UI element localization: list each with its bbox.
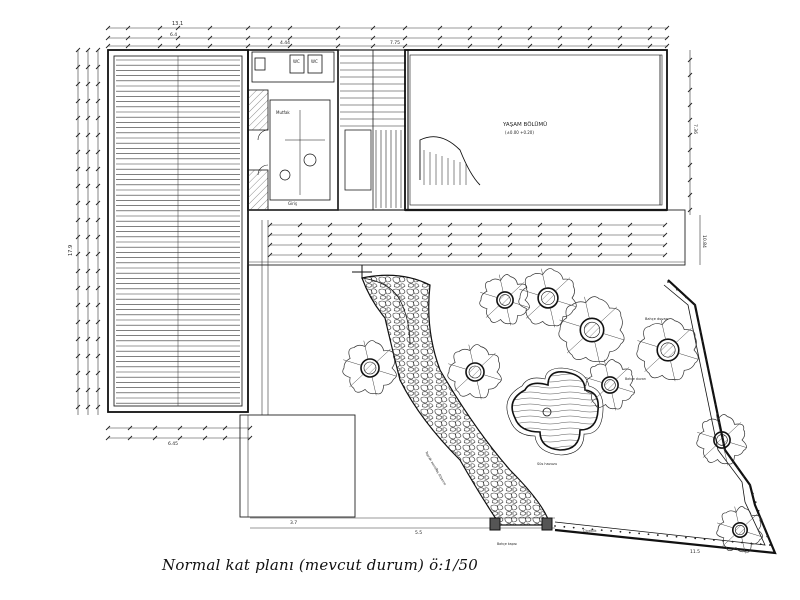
dim-bottom-width: 6.45 (168, 441, 178, 447)
drawing-caption: Normal kat planı (mevcut durum) ö:1/50 (162, 556, 479, 574)
dim-top-mid: 4.44 (280, 40, 290, 46)
dimension-lines (77, 27, 701, 529)
garden-wall-label: Bahçe duvarı (625, 377, 646, 381)
front-terrace (247, 209, 686, 266)
tree (636, 318, 699, 382)
tree (479, 274, 530, 326)
tree (558, 296, 625, 364)
tree (716, 506, 764, 554)
pool-label: Süs havuzu (537, 462, 557, 466)
planting-label-2: Taş döşeme (434, 467, 447, 486)
dim-right-height: 7.36 (692, 124, 698, 134)
service-block (247, 49, 339, 211)
gate-post-right (541, 517, 553, 531)
dim-left-height: 17.9 (68, 245, 74, 256)
living-area-label: YAŞAM BÖLÜMÜ (502, 121, 547, 128)
corner-label: Bahçe duvarı (645, 317, 668, 321)
entrance-label: Giriş (288, 201, 297, 206)
lower-terrace (239, 414, 356, 518)
dim-bottom-gap: 3.7 (290, 520, 297, 526)
dim-top-width: 13.1 (172, 21, 183, 27)
ornamental-pool (506, 367, 604, 456)
tree (696, 414, 747, 466)
dim-right-bottom: 11.5 (690, 549, 700, 555)
garden-trees (342, 268, 764, 554)
dim-top-left: 6.4 (170, 32, 177, 38)
wc-label-1: WC (293, 59, 300, 64)
dim-terrace-depth: 10.84 (701, 235, 707, 248)
staircase (337, 49, 409, 211)
tree (518, 268, 577, 328)
dim-top-right: 7.75 (390, 40, 400, 46)
tree (584, 359, 635, 411)
living-room (404, 49, 668, 212)
gate-post-left (489, 517, 501, 531)
tree (342, 340, 397, 396)
wc-label-2: WC (311, 59, 318, 64)
garden-wall-dots (554, 281, 771, 546)
gate-label: Bahçe kapısı (497, 542, 517, 546)
living-area-sublabel: (±0.00 +0.20) (505, 130, 534, 135)
tree (447, 344, 502, 400)
dimension-ticks (75, 25, 693, 441)
kitchen-label: Mutfak (276, 110, 290, 115)
cicek-label: Çiçeklik (583, 529, 597, 533)
dim-bottom-total: 5.5 (415, 530, 422, 536)
